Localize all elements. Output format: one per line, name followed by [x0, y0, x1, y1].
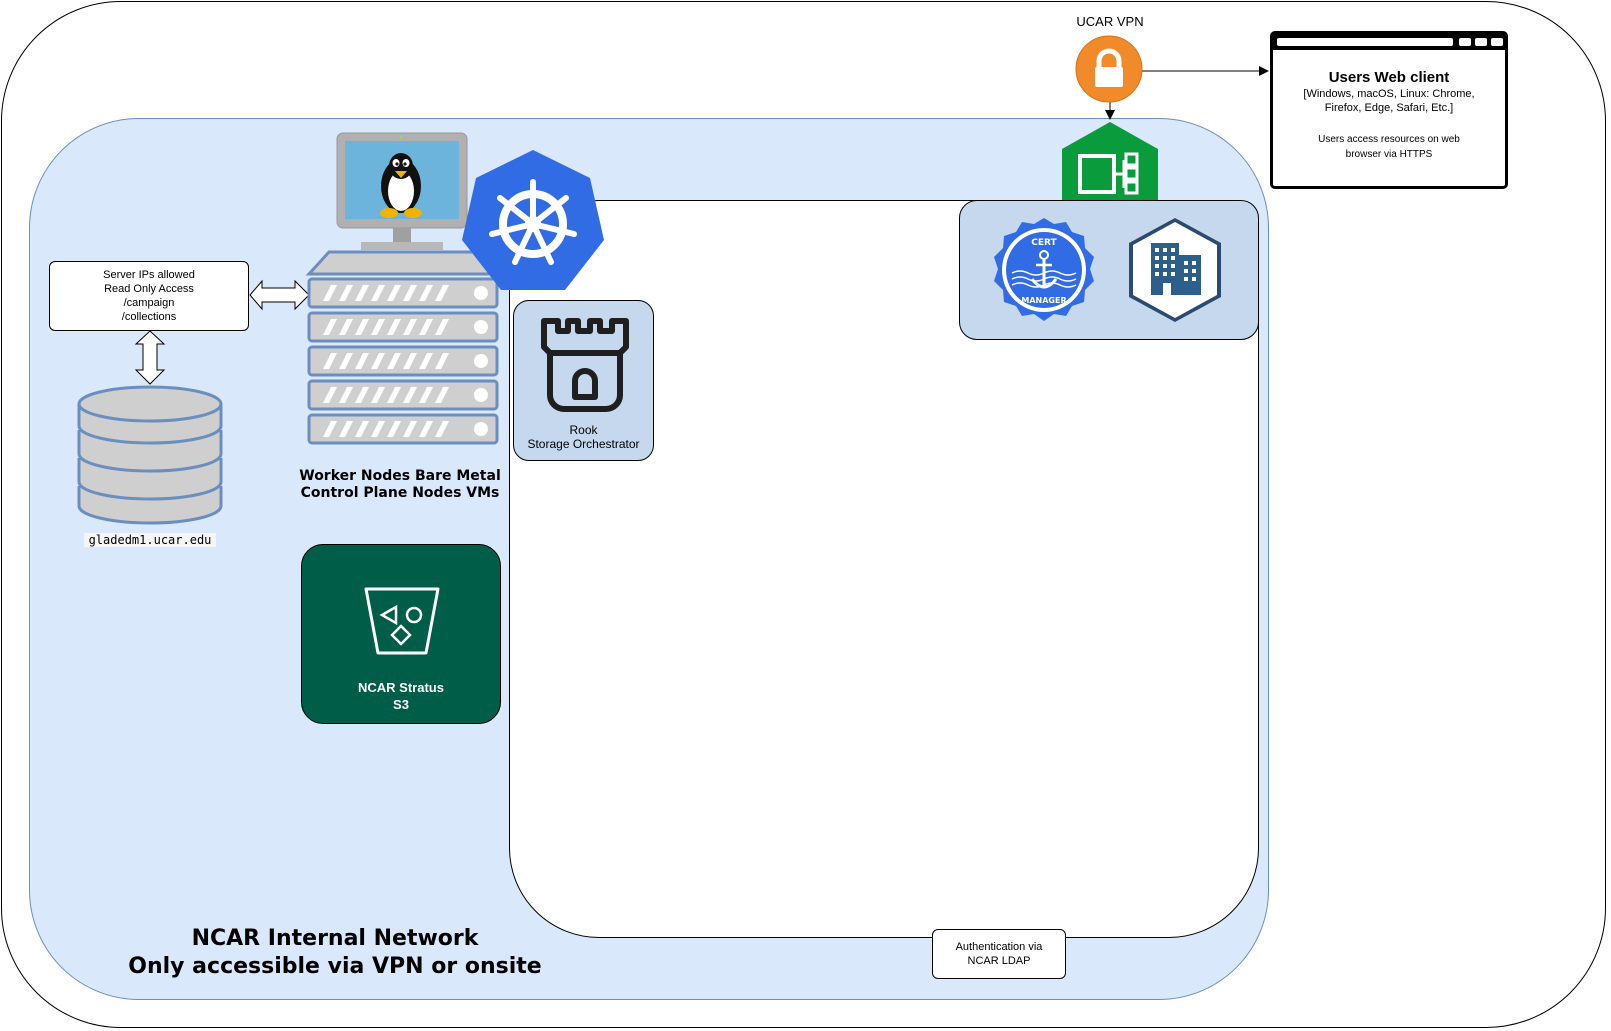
database-icon[interactable] [76, 382, 224, 527]
network-title-line1: NCAR Internal Network [191, 926, 479, 951]
kubernetes-icon[interactable] [458, 148, 608, 294]
server-ips-box: Server IPs allowed Read Only Access /cam… [49, 261, 249, 331]
server-to-nodes-double-arrow [249, 279, 310, 311]
bucket-icon [364, 587, 440, 655]
server-ips-line1: Server IPs allowed [103, 269, 195, 281]
server-to-db-double-arrow [134, 330, 166, 385]
stratus-s3-box[interactable]: NCAR Stratus S3 [301, 544, 501, 724]
web-client-window[interactable]: Users Web client [Windows, macOS, Linux:… [1270, 31, 1508, 189]
auth-line2: NCAR LDAP [967, 955, 1031, 967]
auth-line1: Authentication via [955, 941, 1043, 953]
rook-icon [541, 318, 629, 412]
server-ips-line4: /collections [121, 311, 177, 323]
server-ips-line3: /campaign [123, 297, 175, 309]
window-control-icon [1459, 38, 1471, 46]
stratus-label-line1: NCAR Stratus [358, 680, 444, 695]
auth-box: Authentication via NCAR LDAP [932, 929, 1066, 979]
cert-manager-icon[interactable]: CERT MANAGER [988, 215, 1100, 327]
lock-icon[interactable] [1075, 35, 1143, 103]
rook-label-line2: Storage Orchestrator [527, 437, 640, 451]
nodes-label-line2: Control Plane Nodes VMs [300, 485, 500, 501]
vpn-label: UCAR VPN [1076, 14, 1144, 29]
network-title-line2: Only accessible via VPN or onsite [128, 954, 542, 979]
nodes-label-line1: Worker Nodes Bare Metal [299, 468, 501, 484]
window-title-bar [1273, 34, 1505, 50]
web-client-access-note: Users access resources on web browser vi… [1318, 134, 1460, 160]
linux-monitor-icon [335, 131, 469, 256]
web-client-title: Users Web client [1328, 69, 1450, 86]
server-ips-line2: Read Only Access [104, 283, 194, 295]
stratus-label-line2: S3 [393, 697, 409, 712]
window-control-icon [1475, 38, 1487, 46]
manager-text: MANAGER [1021, 296, 1066, 305]
rook-box[interactable]: Rook Storage Orchestrator [513, 300, 654, 461]
cert-text: CERT [1031, 238, 1057, 248]
web-client-platforms: [Windows, macOS, Linux: Chrome, Firefox,… [1303, 88, 1475, 114]
building-icon[interactable] [1125, 215, 1225, 325]
database-label: gladedm1.ucar.edu [84, 533, 216, 547]
rook-label-line1: Rook [569, 423, 598, 437]
window-control-icon [1491, 38, 1503, 46]
server-rack-icon[interactable] [305, 248, 501, 456]
